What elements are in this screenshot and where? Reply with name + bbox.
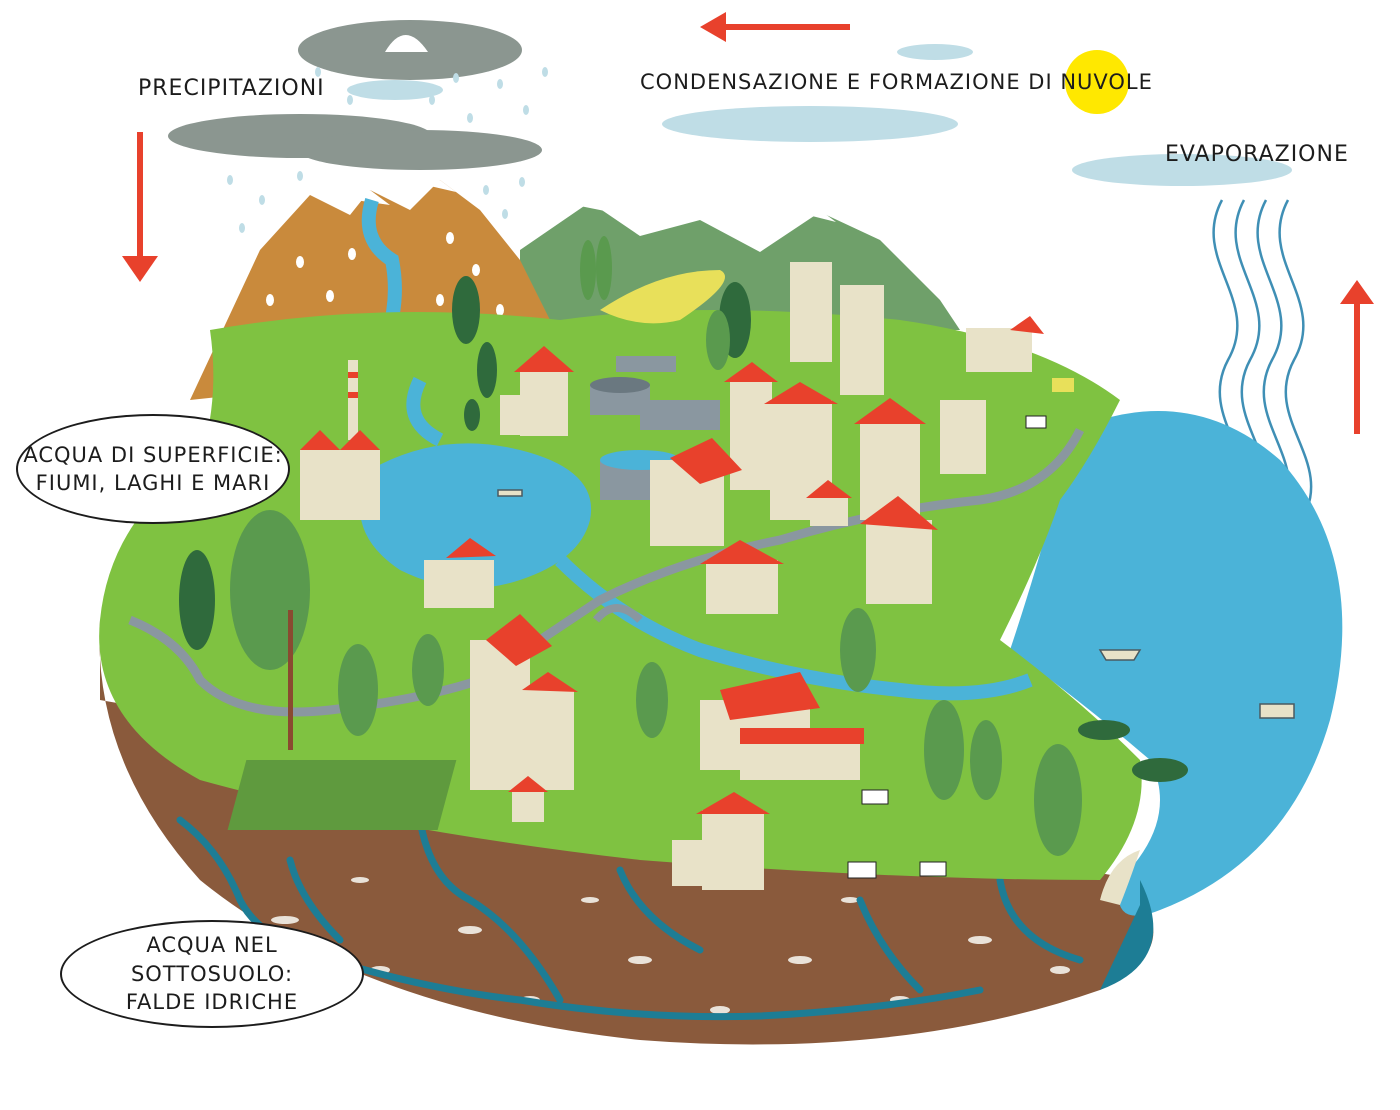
lake-and-rivers (128, 376, 1085, 717)
tree-icon (1078, 720, 1130, 740)
light-cloud-icons (662, 44, 1292, 186)
bridge (592, 604, 643, 623)
arrow-icon-condensation (700, 12, 850, 42)
house-icon (672, 792, 770, 890)
house-icon (650, 438, 742, 546)
evaporation-label: EVAPORAZIONE (1165, 142, 1349, 167)
house-icon (508, 776, 548, 822)
house-icon (470, 614, 578, 790)
cow-icon (847, 415, 1047, 879)
tree-icon (464, 399, 480, 431)
rain-drops (227, 67, 548, 233)
tree-icon (1132, 758, 1188, 782)
fields (227, 270, 1074, 830)
tree-icon (230, 510, 310, 750)
house-icon (806, 480, 852, 526)
tree-icon (636, 662, 668, 738)
tree-icon (970, 720, 1002, 800)
condensation-label: CONDENSAZIONE E FORMAZIONE DI NUVOLE (640, 70, 1153, 94)
precipitation-label: PRECIPITAZIONI (138, 76, 325, 101)
tree-icon (477, 342, 497, 398)
tree-icon (596, 236, 612, 300)
groundwater-bubble: ACQUA NEL SOTTOSUOLO: FALDE IDRICHE (60, 920, 364, 1028)
beach (1100, 850, 1140, 905)
house-icon (860, 496, 938, 604)
house-icon (500, 395, 526, 435)
factory (300, 360, 380, 520)
sun-icon (1065, 50, 1129, 114)
house-icon (790, 262, 986, 474)
surface-water-bubble: ACQUA DI SUPERFICIE: FIUMI, LAGHI E MARI (16, 414, 290, 524)
trees (179, 236, 1188, 856)
rain-cloud-top-icon (298, 20, 522, 100)
arrow-icon-evaporation (1340, 280, 1374, 434)
boat-icon (497, 489, 1295, 719)
rain-cloud-bottom-icon (168, 114, 542, 170)
house-icon (424, 538, 496, 608)
tree-icon (179, 550, 215, 650)
buildings (424, 262, 1044, 890)
house-icon (966, 316, 1044, 372)
house-icon (854, 398, 926, 520)
tree-icon (338, 644, 378, 736)
arrow-icon-precipitation (122, 132, 158, 282)
surface-water-line1: ACQUA DI SUPERFICIE: (23, 442, 283, 467)
tree-icon (452, 276, 480, 344)
tree-icon (580, 240, 596, 300)
groundwater-line2: FALDE IDRICHE (125, 990, 299, 1015)
tree-icon (706, 310, 730, 370)
groundwater-line1: ACQUA NEL SOTTOSUOLO: (130, 933, 294, 986)
sea (1010, 411, 1343, 990)
tree-icon (840, 608, 876, 692)
tree-icon (924, 700, 964, 800)
tree-icon (1034, 744, 1082, 856)
surface-water-line2: FIUMI, LAGHI E MARI (35, 471, 271, 495)
house-icon (700, 540, 784, 614)
tree-icon (412, 634, 444, 706)
house-icon (700, 672, 864, 780)
house-icon (514, 346, 574, 436)
